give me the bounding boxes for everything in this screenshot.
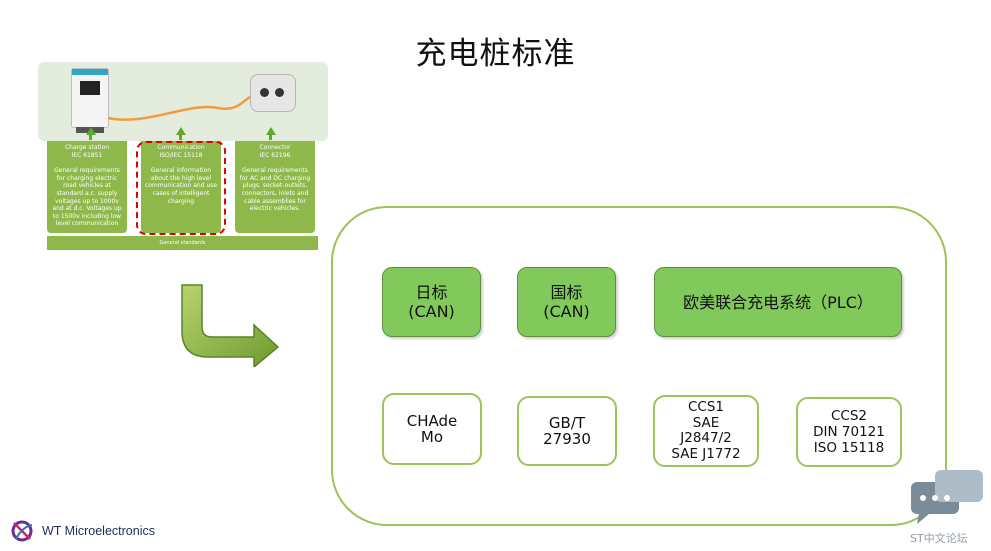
region-label: 欧美联合充电系统（PLC） [683,292,873,312]
ccs2-box: CCS2 DIN 70121 ISO 15118 [796,397,902,467]
communication-column: Communication ISO/IEC 15118 General info… [141,141,221,233]
combined-charging-system-box: 欧美联合充电系统（PLC） [654,267,902,337]
ccs1-box: CCS1 SAE J2847/2 SAE J1772 [653,395,759,467]
standards-panel [331,206,947,526]
slide-title: 充电桩标准 [415,36,576,72]
charge-station-column: Charge station IEC 61851 General require… [47,141,127,233]
standard-label: GB/T 27930 [543,413,591,448]
charging-cable-icon [107,94,253,121]
column-heading: Connector [259,144,291,151]
communication-highlight-frame [136,141,226,235]
gbt-box: GB/T 27930 [517,396,617,466]
column-standard-code: IEC 61851 [71,151,103,159]
connector-column: Connector IEC 62196 General requirements… [235,141,315,233]
chat-bubble-icon [911,470,983,524]
company-name: WT Microelectronics [42,524,155,538]
arrow-up-icon [86,127,96,135]
column-heading: Charge station [64,144,110,151]
standard-label: CCS2 DIN 70121 ISO 15118 [813,408,885,456]
wt-logo-icon [11,520,33,542]
column-standard-code: IEC 62196 [259,151,291,159]
region-label: 日标 (CAN) [408,283,455,321]
arrow-up-icon [176,127,186,135]
japan-standard-box: 日标 (CAN) [382,267,481,337]
china-standard-box: 国标 (CAN) [517,267,616,337]
column-standard-code: ISO/IEC 15118 [159,151,203,159]
region-label: 国标 (CAN) [543,283,590,321]
column-description: General information about the high level… [144,167,218,205]
arrow-up-icon [266,127,276,135]
standard-label: CCS1 SAE J2847/2 SAE J1772 [671,399,741,462]
standards-graphic: Charge station IEC 61851 General require… [38,62,328,254]
chademo-box: CHAde Mo [382,393,482,465]
column-description: General requirements for charging electr… [52,167,122,228]
standard-label: CHAde Mo [406,411,458,446]
forum-watermark: ST中文论坛 [910,532,968,545]
connector-plug-icon [250,74,296,112]
general-standards-bar: General standards [47,236,318,250]
column-description: General requirements for AC and DC charg… [239,167,311,213]
bent-arrow-icon [181,284,280,367]
column-heading: Communication [157,144,205,151]
